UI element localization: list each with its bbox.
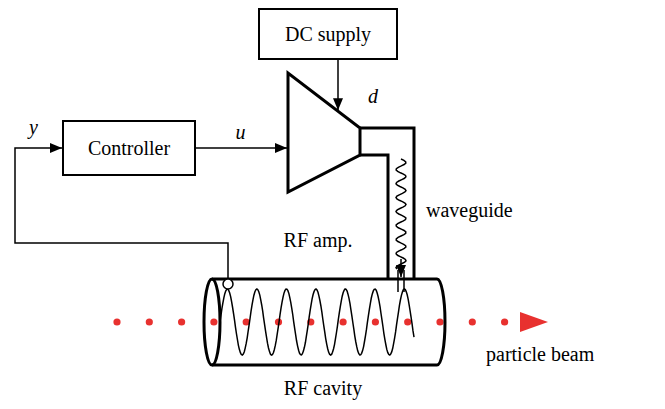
particle-dot — [436, 318, 443, 325]
connector — [333, 60, 343, 110]
amplifier-triangle — [288, 73, 360, 192]
signal-label: d — [368, 84, 378, 108]
node-label: RF cavity — [200, 376, 446, 400]
cavity-wall — [212, 278, 437, 281]
arrowhead — [50, 143, 62, 153]
beam-arrowhead — [520, 312, 548, 332]
particle-dot — [146, 318, 153, 325]
amplifier-symbol: RF amp. — [262, 72, 374, 256]
cavity-wall — [212, 364, 437, 367]
pickup-probe — [223, 279, 233, 289]
connector-line — [360, 155, 388, 279]
arrowhead — [396, 265, 406, 277]
controller-box: Controller — [62, 120, 196, 176]
connector — [360, 128, 414, 279]
particle-dot — [404, 318, 411, 325]
rf-wave-arrow — [396, 159, 406, 269]
amplifier-outline — [262, 72, 374, 256]
particle-dot — [469, 318, 476, 325]
cavity-end — [437, 279, 445, 365]
signal-label: u — [236, 120, 246, 144]
supply-box: DC supply — [258, 8, 398, 60]
connector — [196, 143, 287, 153]
particle-dot — [210, 318, 217, 325]
signal-label: y — [29, 115, 38, 139]
coupler-antenna — [397, 270, 399, 292]
particle-dot — [178, 318, 185, 325]
rf-cavity: RF cavity — [200, 270, 446, 402]
coupler-antenna — [403, 270, 405, 292]
node-label: RF amp. — [262, 228, 374, 252]
connector-line — [360, 128, 414, 279]
particle-dot — [340, 318, 347, 325]
particle-dot — [501, 318, 508, 325]
cavity-end — [204, 279, 220, 365]
signal-label: waveguide — [426, 198, 513, 222]
particle-dot — [372, 318, 379, 325]
connector-line — [196, 147, 287, 149]
rf-field-wave — [220, 289, 414, 355]
particle-dot — [113, 318, 120, 325]
node-label: Controller — [88, 136, 170, 160]
beam-label: particle beam — [486, 342, 594, 366]
arrowhead — [275, 143, 287, 153]
node-label: DC supply — [285, 22, 371, 46]
